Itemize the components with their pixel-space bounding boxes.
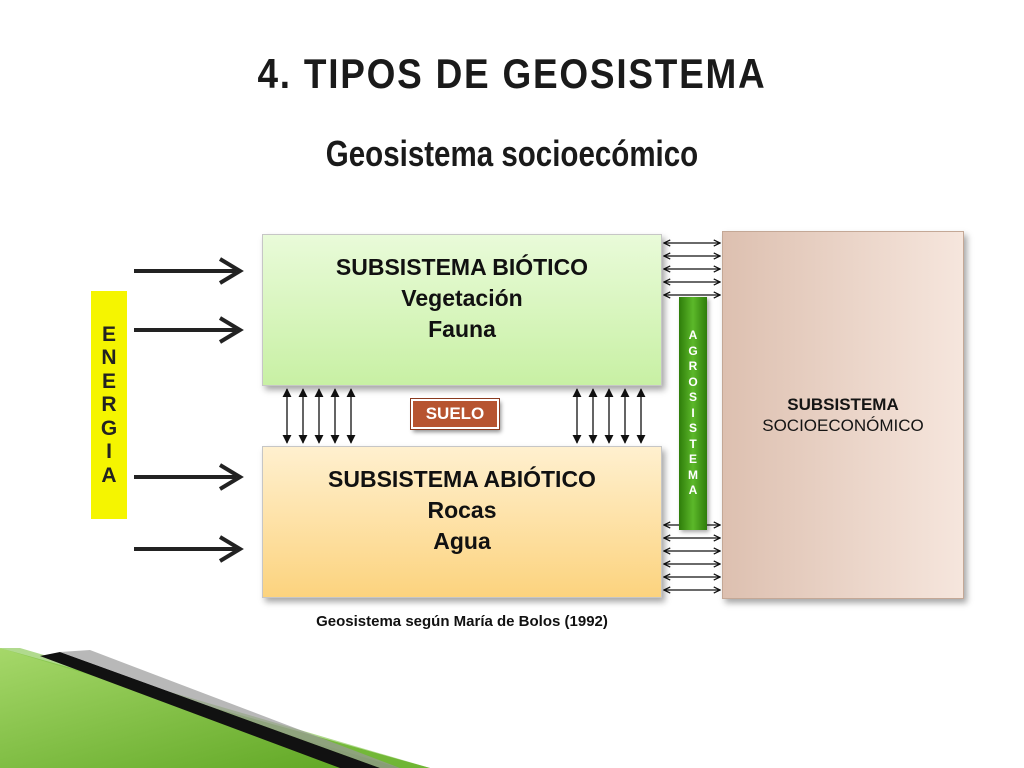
abiotic-item: Agua: [433, 527, 491, 554]
energy-arrow-4-head: [218, 535, 244, 563]
agrosistema-bar: A G R O S I S T E M A: [679, 297, 707, 530]
energia-letter: A: [101, 463, 117, 487]
diagram-caption: Geosistema según María de Bolos (1992): [316, 613, 608, 630]
energia-letter: E: [101, 369, 116, 393]
biotic-item: Fauna: [428, 315, 496, 342]
horizontal-exchange-top: [664, 243, 720, 295]
agro-letter: I: [691, 405, 695, 420]
agro-letter: O: [688, 374, 698, 389]
energia-letter: G: [100, 416, 118, 440]
suelo-label: SUELO: [410, 398, 500, 430]
energia-letter: N: [101, 346, 117, 370]
biotic-item: Vegetación: [401, 284, 523, 311]
agro-letter: S: [688, 421, 697, 436]
energia-letter: R: [101, 393, 117, 417]
agro-letter: S: [688, 390, 697, 405]
agro-letter: A: [688, 328, 698, 343]
agro-letter: R: [688, 359, 698, 374]
socio-title-line1: SUBSISTEMA: [787, 395, 899, 414]
energy-arrow-1-head: [218, 257, 244, 285]
energy-arrows: [134, 257, 244, 563]
page-title: 4. TIPOS DE GEOSISTEMA: [257, 50, 767, 97]
agro-letter: A: [688, 483, 698, 498]
vertical-exchange-right: [572, 388, 646, 444]
decor-wedge-gray: [60, 650, 400, 768]
biotic-title: SUBSISTEMA BIÓTICO: [335, 253, 589, 280]
abiotic-title: SUBSISTEMA ABIÓTICO: [328, 465, 596, 492]
agro-letter: M: [688, 467, 698, 482]
abiotic-item: Rocas: [427, 496, 497, 523]
agro-letter: E: [688, 452, 697, 467]
energia-letter: I: [106, 440, 112, 464]
horizontal-exchange-bottom: [664, 525, 720, 590]
energy-arrow-2-head: [218, 316, 244, 344]
energia-letter: E: [101, 322, 116, 346]
socio-title-line2: SOCIOECONÓMICO: [762, 416, 924, 435]
vertical-exchange-left: [282, 388, 356, 444]
agro-letter: G: [688, 343, 698, 358]
page-subtitle: Geosistema socioecómico: [325, 133, 699, 174]
biotic-subsystem-box: SUBSISTEMA BIÓTICO Vegetación Fauna: [262, 234, 662, 386]
agro-letter: T: [689, 436, 697, 451]
energia-label: E N E R G I A: [91, 291, 127, 519]
abiotic-subsystem-box: SUBSISTEMA ABIÓTICO Rocas Agua: [262, 446, 662, 598]
decor-wedge-black: [40, 652, 380, 768]
socioeconomic-subsystem-box: SUBSISTEMA SOCIOECONÓMICO: [722, 231, 964, 599]
energy-arrow-3-head: [218, 463, 244, 491]
